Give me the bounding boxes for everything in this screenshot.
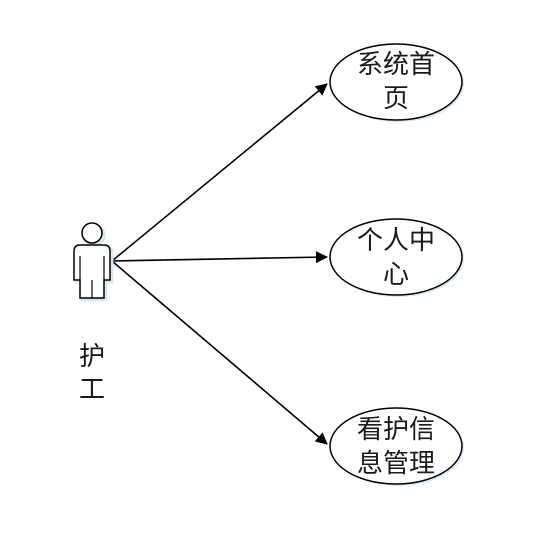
use-case-home: 系统首 页 (329, 43, 464, 122)
actor-figure (73, 222, 114, 302)
use-case-care-info-ellipse (329, 407, 463, 485)
use-case-profile-ellipse (329, 218, 463, 296)
use-case-care-info: 看护信 息管理 (329, 407, 464, 486)
actor-body (73, 244, 111, 299)
use-case-profile-label-line-2: 心 (383, 260, 409, 290)
associations (111, 83, 328, 445)
use-case-profile: 个人中 心 (329, 218, 464, 297)
association-arrow-profile (111, 251, 328, 264)
use-case-home-label-line-1: 系统首 (357, 50, 435, 80)
association-arrow-home (111, 83, 328, 262)
actor-label-line-2: 工 (79, 375, 105, 405)
actor-label-line-1: 护 (79, 342, 105, 372)
use-case-home-label-line-2: 页 (383, 84, 409, 114)
use-case-profile-label-line-1: 个人中 (357, 226, 435, 256)
use-case-care-info-label-line-1: 看护信 (357, 415, 435, 445)
actor-head (81, 222, 103, 244)
association-arrow-care-info (111, 260, 328, 445)
use-case-home-ellipse (329, 43, 463, 121)
use-case-care-info-label-line-2: 息管理 (357, 449, 435, 479)
